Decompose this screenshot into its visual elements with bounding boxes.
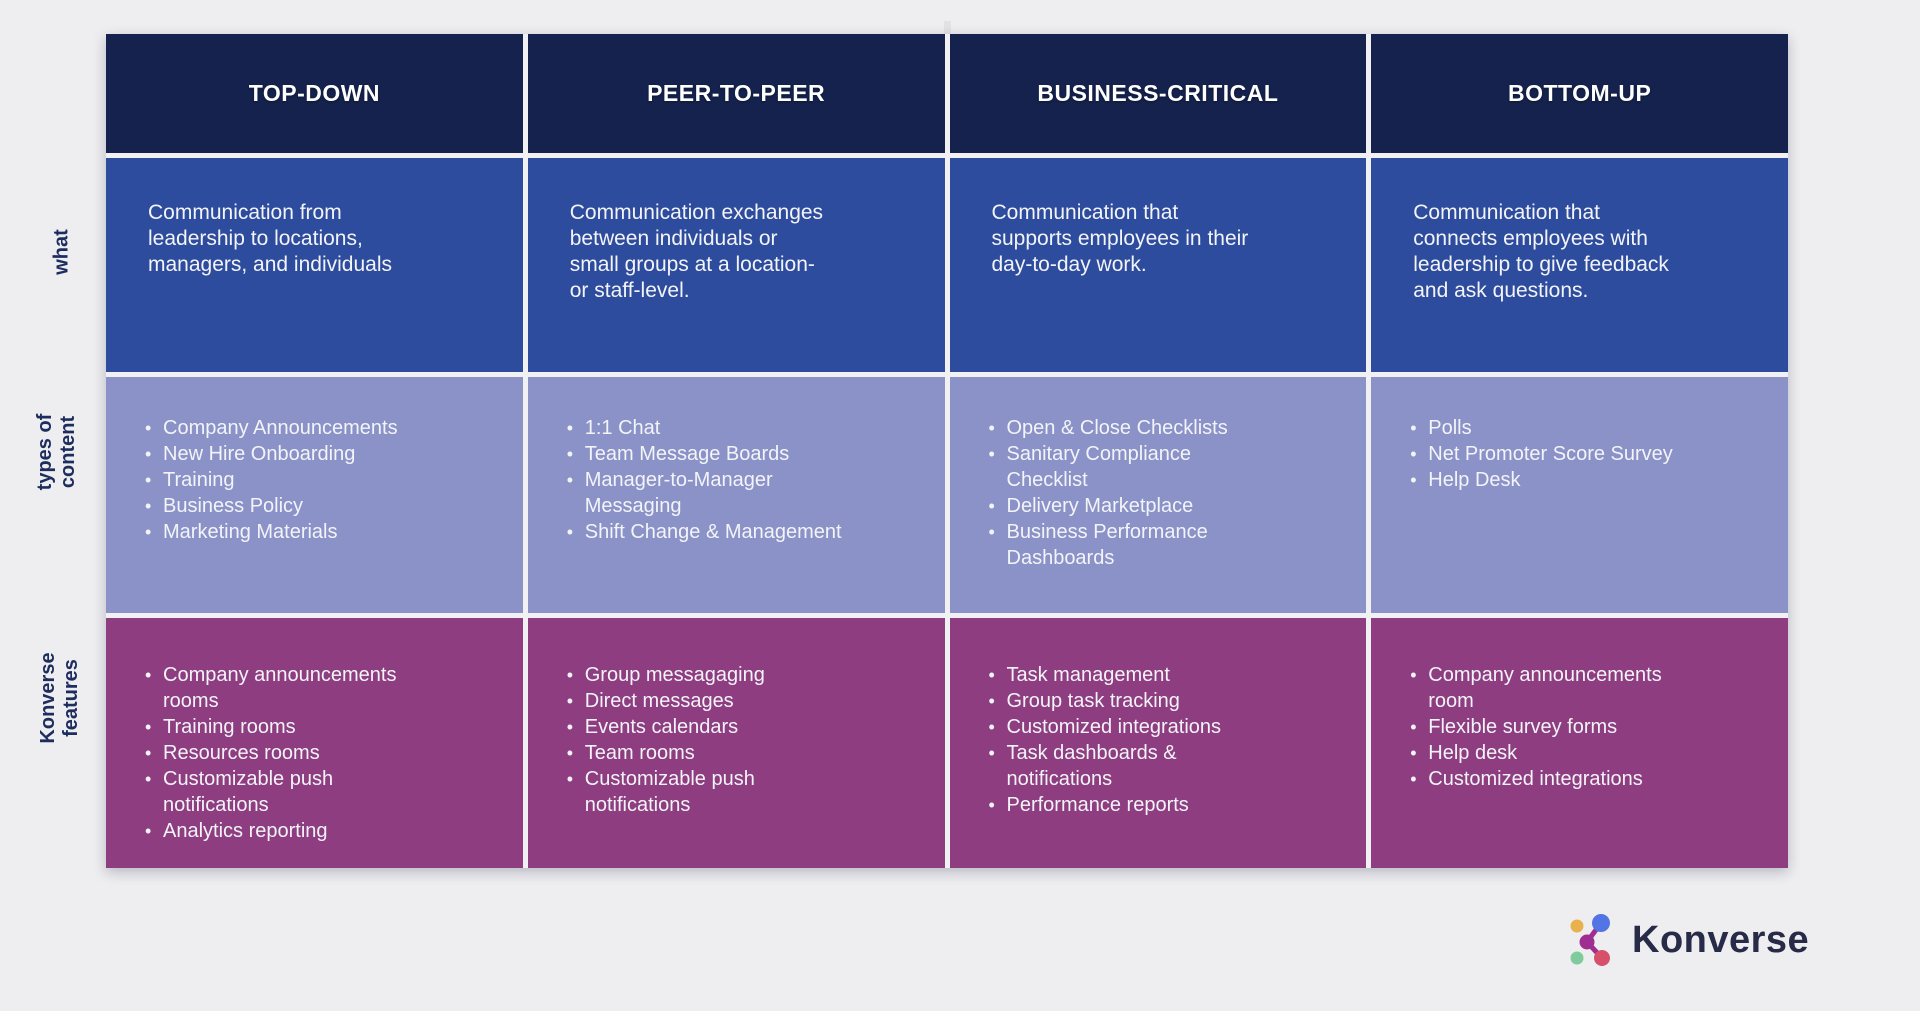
bullet-item: Customized integrations bbox=[986, 714, 1341, 740]
bullet-item: Performance reports bbox=[986, 792, 1341, 818]
features-cell-peer-to-peer: Group messagagingDirect messagesEvents c… bbox=[527, 618, 945, 868]
bullet-item: Help Desk bbox=[1407, 467, 1762, 493]
bullet-item: Direct messages bbox=[564, 688, 919, 714]
comparison-table: TOP-DOWN PEER-TO-PEER BUSINESS-CRITICAL … bbox=[106, 34, 1788, 868]
features-list: Group messagagingDirect messagesEvents c… bbox=[564, 662, 919, 818]
features-list: Task managementGroup task trackingCustom… bbox=[986, 662, 1341, 818]
bullet-item: Events calendars bbox=[564, 714, 919, 740]
features-cell-bottom-up: Company announcements roomFlexible surve… bbox=[1371, 618, 1788, 868]
content-types-cell-top-down: Company AnnouncementsNew Hire Onboarding… bbox=[106, 377, 523, 613]
bullet-item: Team Message Boards bbox=[564, 441, 919, 467]
row-label-types-of-content: types of content bbox=[34, 413, 79, 491]
what-cell-top-down: Communication from leadership to locatio… bbox=[106, 158, 523, 372]
bullet-item: Analytics reporting bbox=[142, 818, 497, 844]
what-cell-peer-to-peer: Communication exchanges between individu… bbox=[527, 158, 945, 372]
bullet-item: Company announcements room bbox=[1407, 662, 1762, 714]
bullet-item: 1:1 Chat bbox=[564, 415, 919, 441]
bullet-item: Open & Close Checklists bbox=[986, 415, 1341, 441]
bullet-item: Training rooms bbox=[142, 714, 497, 740]
bullet-item: Group messagaging bbox=[564, 662, 919, 688]
row-label-konverse-features: Konverse features bbox=[37, 652, 82, 744]
bullet-item: Customizable push notifications bbox=[142, 766, 497, 818]
bullet-item: Resources rooms bbox=[142, 740, 497, 766]
features-list: Company announcements roomFlexible surve… bbox=[1407, 662, 1762, 792]
column-header-peer-to-peer: PEER-TO-PEER bbox=[527, 34, 945, 153]
bullet-item: Flexible survey forms bbox=[1407, 714, 1762, 740]
logo-yellow-dot bbox=[1570, 919, 1584, 933]
content-types-cell-peer-to-peer: 1:1 ChatTeam Message BoardsManager-to-Ma… bbox=[527, 377, 945, 613]
bullet-item: Delivery Marketplace bbox=[986, 493, 1341, 519]
content-types-list: 1:1 ChatTeam Message BoardsManager-to-Ma… bbox=[564, 415, 919, 545]
row-label-what: what bbox=[50, 229, 73, 275]
bullet-item: Business Performance Dashboards bbox=[986, 519, 1341, 571]
content-types-cell-business-critical: Open & Close ChecklistsSanitary Complian… bbox=[949, 377, 1367, 613]
content-types-list: Company AnnouncementsNew Hire Onboarding… bbox=[142, 415, 497, 545]
features-cell-top-down: Company announcements roomsTraining room… bbox=[106, 618, 523, 868]
content-types-cell-bottom-up: PollsNet Promoter Score SurveyHelp Desk bbox=[1371, 377, 1788, 613]
content-types-list: Open & Close ChecklistsSanitary Complian… bbox=[986, 415, 1341, 571]
bullet-item: Team rooms bbox=[564, 740, 919, 766]
bullet-item: Company Announcements bbox=[142, 415, 497, 441]
logo-green-dot bbox=[1570, 951, 1584, 965]
bullet-item: Customized integrations bbox=[1407, 766, 1762, 792]
bullet-item: Task dashboards & notifications bbox=[986, 740, 1341, 792]
bullet-item: Polls bbox=[1407, 415, 1762, 441]
column-header-bottom-up: BOTTOM-UP bbox=[1371, 34, 1788, 153]
column-header-business-critical: BUSINESS-CRITICAL bbox=[949, 34, 1367, 153]
konverse-logo-mark bbox=[1570, 914, 1610, 966]
konverse-logo: Konverse bbox=[1570, 913, 1809, 967]
bullet-item: Shift Change & Management bbox=[564, 519, 919, 545]
bullet-item: Net Promoter Score Survey bbox=[1407, 441, 1762, 467]
bullet-item: Manager-to-Manager Messaging bbox=[564, 467, 919, 519]
page-seam bbox=[944, 21, 951, 34]
content-types-list: PollsNet Promoter Score SurveyHelp Desk bbox=[1407, 415, 1762, 493]
bullet-item: Training bbox=[142, 467, 497, 493]
features-cell-business-critical: Task managementGroup task trackingCustom… bbox=[949, 618, 1367, 868]
bullet-item: Business Policy bbox=[142, 493, 497, 519]
bullet-item: Customizable push notifications bbox=[564, 766, 919, 818]
bullet-item: Task management bbox=[986, 662, 1341, 688]
what-cell-business-critical: Communication that supports employees in… bbox=[949, 158, 1367, 372]
bullet-item: Sanitary Compliance Checklist bbox=[986, 441, 1341, 493]
features-list: Company announcements roomsTraining room… bbox=[142, 662, 497, 844]
bullet-item: Marketing Materials bbox=[142, 519, 497, 545]
bullet-item: Group task tracking bbox=[986, 688, 1341, 714]
bullet-item: Company announcements rooms bbox=[142, 662, 497, 714]
logo-center-node bbox=[1579, 934, 1595, 950]
bullet-item: Help desk bbox=[1407, 740, 1762, 766]
bullet-item: New Hire Onboarding bbox=[142, 441, 497, 467]
column-header-top-down: TOP-DOWN bbox=[106, 34, 523, 153]
what-cell-bottom-up: Communication that connects employees wi… bbox=[1371, 158, 1788, 372]
logo-blue-dot bbox=[1592, 914, 1610, 932]
logo-red-dot bbox=[1594, 950, 1610, 966]
konverse-logo-text: Konverse bbox=[1632, 918, 1810, 961]
